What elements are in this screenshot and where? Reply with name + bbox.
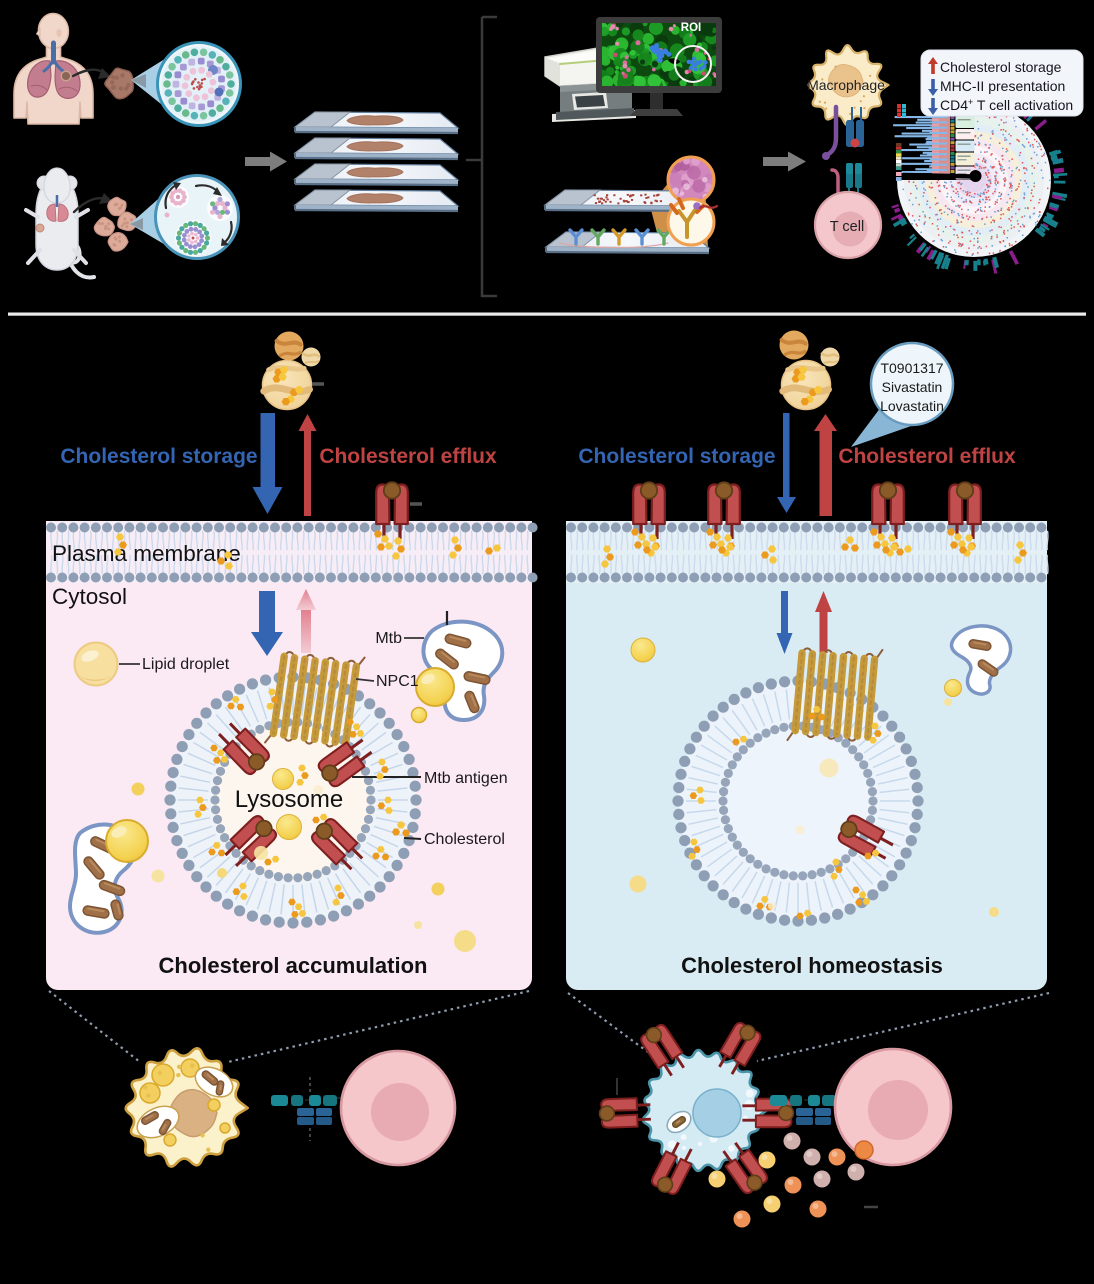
svg-text:Lysosome: Lysosome	[235, 786, 344, 813]
svg-text:Cholesterol efflux: Cholesterol efflux	[838, 445, 1016, 468]
svg-text:Cholesterol storage: Cholesterol storage	[940, 59, 1062, 75]
svg-text:MHC-II presentation: MHC-II presentation	[940, 78, 1065, 94]
svg-text:ROI: ROI	[681, 22, 701, 34]
svg-text:CD4+ T cell activation: CD4+ T cell activation	[940, 97, 1073, 113]
svg-text:Lovastatin: Lovastatin	[880, 398, 944, 414]
svg-text:Lipid droplet: Lipid droplet	[142, 656, 230, 673]
svg-text:Mtb: Mtb	[375, 630, 402, 647]
svg-text:Mtb antigen: Mtb antigen	[424, 770, 508, 787]
svg-text:Cholesterol storage: Cholesterol storage	[60, 445, 257, 468]
svg-text:Plasma membrane: Plasma membrane	[52, 541, 241, 566]
svg-text:NPC1: NPC1	[376, 673, 419, 690]
svg-text:Cholesterol efflux: Cholesterol efflux	[319, 445, 497, 468]
svg-text:T0901317: T0901317	[880, 360, 943, 376]
svg-text:Sivastatin: Sivastatin	[882, 379, 943, 395]
svg-text:Cholesterol: Cholesterol	[424, 831, 505, 848]
svg-text:T cell: T cell	[830, 219, 864, 235]
svg-text:Macrophage: Macrophage	[807, 77, 885, 93]
svg-text:Cholesterol accumulation: Cholesterol accumulation	[159, 953, 428, 978]
svg-text:Cytosol: Cytosol	[52, 584, 127, 609]
svg-text:Cholesterol storage: Cholesterol storage	[578, 445, 775, 468]
svg-text:Cholesterol homeostasis: Cholesterol homeostasis	[681, 953, 943, 978]
